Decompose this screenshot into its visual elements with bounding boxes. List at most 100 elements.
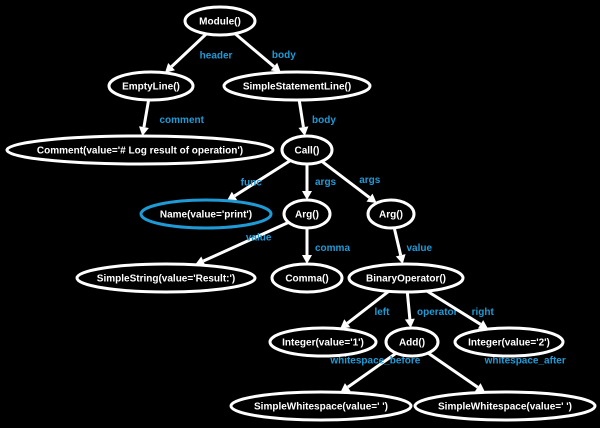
edge-module-ssl: body — [234, 32, 296, 73]
edge-line — [405, 291, 412, 320]
edge-binop-add: operator — [404, 291, 458, 329]
node-ellipse — [453, 326, 565, 358]
edge-line — [202, 221, 290, 263]
node-comma: Comma() — [270, 262, 344, 294]
edge-label: value — [406, 243, 432, 254]
node-label: Call() — [295, 146, 320, 157]
node-ellipse — [347, 262, 465, 294]
edge-add-ws_before: whitespace_before — [329, 351, 421, 393]
node-label: Integer(value='1') — [282, 338, 364, 349]
node-add: Add() — [384, 326, 440, 358]
edge-call-arg2: args — [320, 160, 381, 204]
edge-line — [170, 32, 208, 68]
node-label: Arg() — [295, 210, 319, 221]
edge-label: value — [246, 233, 272, 244]
edge-call-arg1: args — [302, 164, 337, 200]
edge-arg1-comma: comma — [302, 228, 350, 264]
node-ellipse — [75, 262, 257, 294]
edge-label: body — [312, 115, 336, 126]
node-ellipse — [222, 70, 372, 102]
node-module: Module() — [183, 5, 257, 37]
edge-module-emptyline: header — [165, 32, 233, 73]
edge-line — [392, 227, 403, 256]
node-label: BinaryOperator() — [366, 274, 446, 285]
edge-label: comma — [315, 243, 350, 254]
arrowhead-icon — [302, 255, 312, 264]
edge-label: header — [200, 50, 233, 61]
edge-line — [427, 351, 479, 389]
arrowhead-icon — [298, 126, 309, 137]
arrowhead-icon — [302, 191, 312, 200]
edge-add-ws_after: whitespace_after — [427, 351, 566, 393]
node-ws_before: SimpleWhitespace(value=' ') — [229, 390, 413, 422]
arrowhead-icon — [226, 191, 238, 201]
edge-line — [346, 290, 390, 325]
arrowhead-icon — [165, 62, 175, 73]
node-call: Call() — [280, 134, 334, 166]
node-int1: Integer(value='1') — [268, 326, 378, 358]
node-arg1: Arg() — [282, 198, 332, 230]
node-label: SimpleStatementLine() — [243, 82, 351, 93]
edge-label: args — [359, 175, 381, 186]
edge-line — [426, 289, 482, 326]
edge-label: left — [374, 307, 390, 318]
node-ellipse — [229, 390, 413, 422]
node-ellipse — [384, 326, 440, 358]
arrowhead-icon — [366, 193, 377, 204]
highlighted-node-ellipse — [139, 198, 273, 230]
edge-line — [346, 351, 398, 389]
edge-line — [142, 99, 151, 128]
edge-label: whitespace_before — [329, 356, 420, 367]
node-label: SimpleWhitespace(value=' ') — [254, 402, 388, 413]
edge-line — [233, 159, 292, 198]
node-ellipse — [270, 262, 344, 294]
node-ws_after: SimpleWhitespace(value=' ') — [413, 390, 597, 422]
arrowhead-icon — [139, 126, 149, 137]
arrowhead-icon — [195, 256, 206, 266]
node-int2: Integer(value='2') — [453, 326, 565, 358]
edge-label: body — [272, 50, 296, 61]
node-emptyline: EmptyLine() — [107, 70, 195, 102]
edge-arg1-simplestring: value — [195, 221, 290, 266]
arrowhead-icon — [340, 383, 351, 393]
node-comment: Comment(value='# Log result of operation… — [5, 134, 275, 166]
node-label: Module() — [199, 17, 241, 28]
node-label: Comment(value='# Log result of operation… — [37, 146, 243, 157]
edge-label: func — [241, 178, 263, 189]
node-ellipse — [282, 198, 332, 230]
nodes-layer: Module() EmptyLine() SimpleStatementLine()… — [5, 5, 597, 422]
node-ellipse — [366, 198, 416, 230]
node-label: EmptyLine() — [122, 82, 180, 93]
node-ellipse — [280, 134, 334, 166]
edge-label: operator — [417, 307, 458, 318]
edge-label: right — [472, 307, 495, 318]
arrowhead-icon — [474, 383, 486, 393]
node-ellipse — [5, 134, 275, 166]
node-ssl: SimpleStatementLine() — [222, 70, 372, 102]
edge-label: args — [315, 177, 337, 188]
edge-label: comment — [160, 115, 205, 126]
node-label: Integer(value='2') — [468, 338, 550, 349]
arrowhead-icon — [477, 320, 489, 330]
node-name: Name(value='print') — [139, 198, 273, 230]
edge-binop-int1: left — [340, 290, 390, 329]
edge-emptyline-comment: comment — [139, 99, 205, 137]
node-label: Name(value='print') — [160, 210, 252, 221]
edge-line — [234, 32, 275, 68]
node-label: SimpleString(value='Result:') — [97, 274, 235, 285]
node-label: Arg() — [379, 210, 403, 221]
edge-line — [297, 99, 305, 128]
node-binop: BinaryOperator() — [347, 262, 465, 294]
edge-call-name: func — [226, 159, 292, 201]
node-ellipse — [268, 326, 378, 358]
node-arg2: Arg() — [366, 198, 416, 230]
edge-label: whitespace_after — [484, 356, 566, 367]
arrowhead-icon — [395, 254, 406, 265]
arrowhead-icon — [340, 319, 351, 329]
edges-layer: header body comment body func args args value co… — [139, 32, 566, 393]
arrowhead-icon — [404, 318, 415, 329]
node-label: SimpleWhitespace(value=' ') — [438, 402, 572, 413]
node-simplestring: SimpleString(value='Result:') — [75, 262, 257, 294]
node-ellipse — [183, 5, 257, 37]
